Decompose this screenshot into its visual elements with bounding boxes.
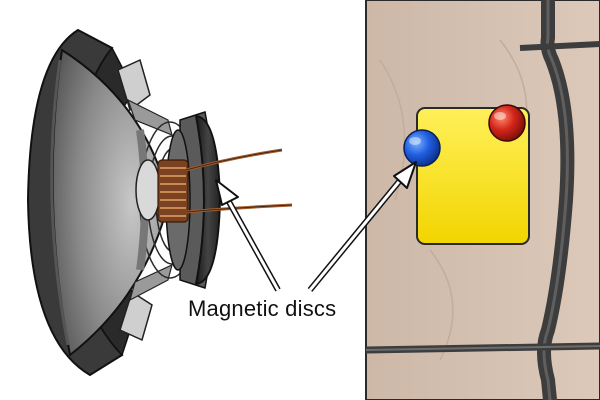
loudspeaker-cutaway-icon bbox=[26, 28, 293, 377]
pointer-arrow-speaker bbox=[215, 179, 281, 292]
red-magnet-disc-icon bbox=[488, 104, 526, 142]
sticky-note bbox=[416, 107, 530, 245]
fridge-door bbox=[365, 0, 600, 400]
pointer-arrow-fridge-magnet bbox=[307, 161, 417, 292]
voice-coil bbox=[157, 159, 189, 223]
magnetic-discs-label: Magnetic discs bbox=[188, 296, 337, 321]
blue-magnet-disc-icon bbox=[403, 129, 441, 167]
